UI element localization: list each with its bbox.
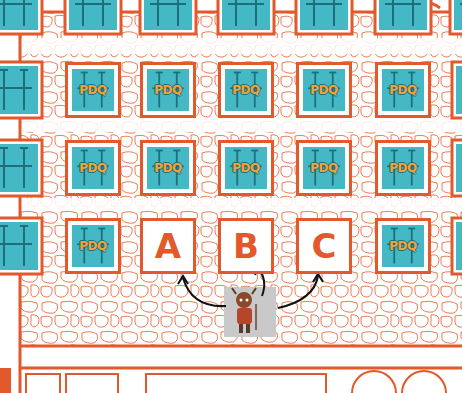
gate-tile-box: PDQ [140,140,196,196]
tile-label: PDQ [389,161,416,175]
gate-tile-box: PDQ [375,140,431,196]
choice-letter: B [233,226,259,266]
gate-tile-box: PDQ [296,140,352,196]
gate-tile-box: PDQ [296,62,352,118]
gate-tile-box: PDQ [65,140,121,196]
choice-box: B [218,218,274,274]
tile-label: PDQ [154,161,181,175]
tile-label: PDQ [232,161,259,175]
tile-label: PDQ [79,161,106,175]
tile-label: PDQ [154,83,181,97]
tile-label: PDQ [79,239,106,253]
gate-tile-box: PDQ [140,62,196,118]
tile-label: PDQ [232,83,259,97]
tile-label: PDQ [79,83,106,97]
choice-letter: C [312,226,337,266]
choice-letter: A [155,226,181,266]
choice-box: A [140,218,196,274]
gate-tile-box: PDQ [218,62,274,118]
tile-label: PDQ [389,83,416,97]
gate-tile-box: PDQ [65,218,121,274]
gate-tile-box: PDQ [65,62,121,118]
tile-label: PDQ [389,239,416,253]
player-character [224,287,276,337]
gate-tile-box: PDQ [375,218,431,274]
gate-tile-box: PDQ [375,62,431,118]
tile-label: PDQ [310,161,337,175]
choice-box: C [296,218,352,274]
tile-label: PDQ [310,83,337,97]
gate-tile-box: PDQ [218,140,274,196]
